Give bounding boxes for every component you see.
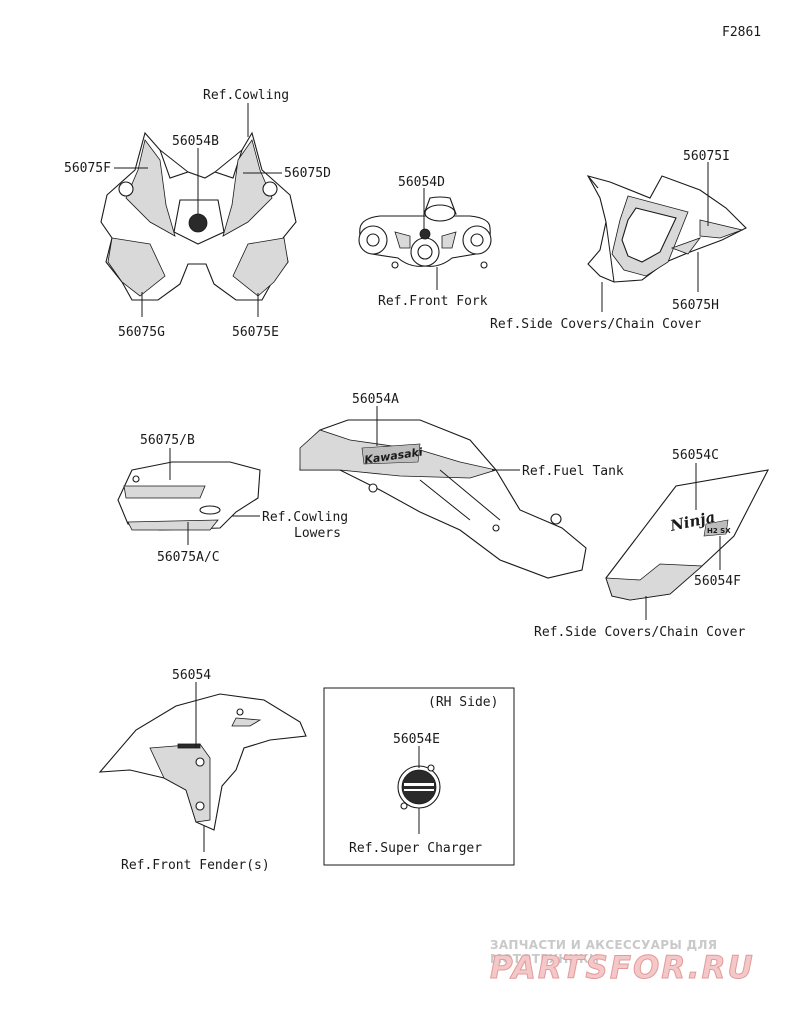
side-badge-decal: H2 SX — [707, 527, 731, 535]
side-cover: Ninja H2 SX — [605, 469, 769, 601]
part-label-56075g: 56075G — [118, 325, 165, 340]
watermark-tagline: ЗАПЧАСТИ И АКСЕССУАРЫ ДЛЯ МОТОТЕХНИКИ — [490, 938, 718, 966]
part-label-56054e: 56054E — [393, 732, 440, 747]
part-label-56075a-c: 56075A/C — [157, 550, 220, 565]
label-ref-front-fork: Ref.Front Fork — [378, 294, 488, 309]
part-label-56054b: 56054B — [172, 134, 219, 149]
label-ref-cowling: Ref.Cowling — [203, 88, 289, 103]
part-label-56054f: 56054F — [694, 574, 741, 589]
tail-section — [586, 175, 747, 283]
label-ref-cowling-lowers-2: Lowers — [294, 526, 341, 541]
part-label-56054c: 56054C — [672, 448, 719, 463]
part-label-56075e: 56075E — [232, 325, 279, 340]
fuel-tank-cover: Kawasaki — [299, 419, 587, 579]
label-ref-side-covers-lower: Ref.Side Covers/Chain Cover — [534, 625, 745, 640]
front-fork-bracket — [358, 196, 492, 269]
watermark-brand-logo: PARTSFOR.RU — [490, 950, 755, 987]
front-fender — [98, 693, 307, 831]
upper-cowling — [100, 131, 297, 301]
cowling-lowers — [117, 461, 261, 531]
label-ref-fuel-tank: Ref.Fuel Tank — [522, 464, 624, 479]
label-ref-side-covers-upper: Ref.Side Covers/Chain Cover — [490, 317, 701, 332]
part-label-56075f: 56075F — [64, 161, 111, 176]
rh-side-box-title: (RH Side) — [428, 695, 498, 710]
supercharger-emblem — [397, 764, 441, 810]
part-label-56075i: 56075I — [683, 149, 730, 164]
label-ref-cowling-lowers-1: Ref.Cowling — [262, 510, 348, 525]
part-label-56054d: 56054D — [398, 175, 445, 190]
figure-code: F2861 — [722, 25, 761, 40]
part-label-56075h: 56075H — [672, 298, 719, 313]
part-label-56075-b: 56075/B — [140, 433, 195, 448]
part-label-56075d: 56075D — [284, 166, 331, 181]
rh-side-box — [323, 687, 515, 866]
part-label-56054: 56054 — [172, 668, 211, 683]
label-ref-front-fender: Ref.Front Fender(s) — [121, 858, 270, 873]
part-label-56054a: 56054A — [352, 392, 399, 407]
label-ref-super-charger: Ref.Super Charger — [349, 841, 482, 856]
